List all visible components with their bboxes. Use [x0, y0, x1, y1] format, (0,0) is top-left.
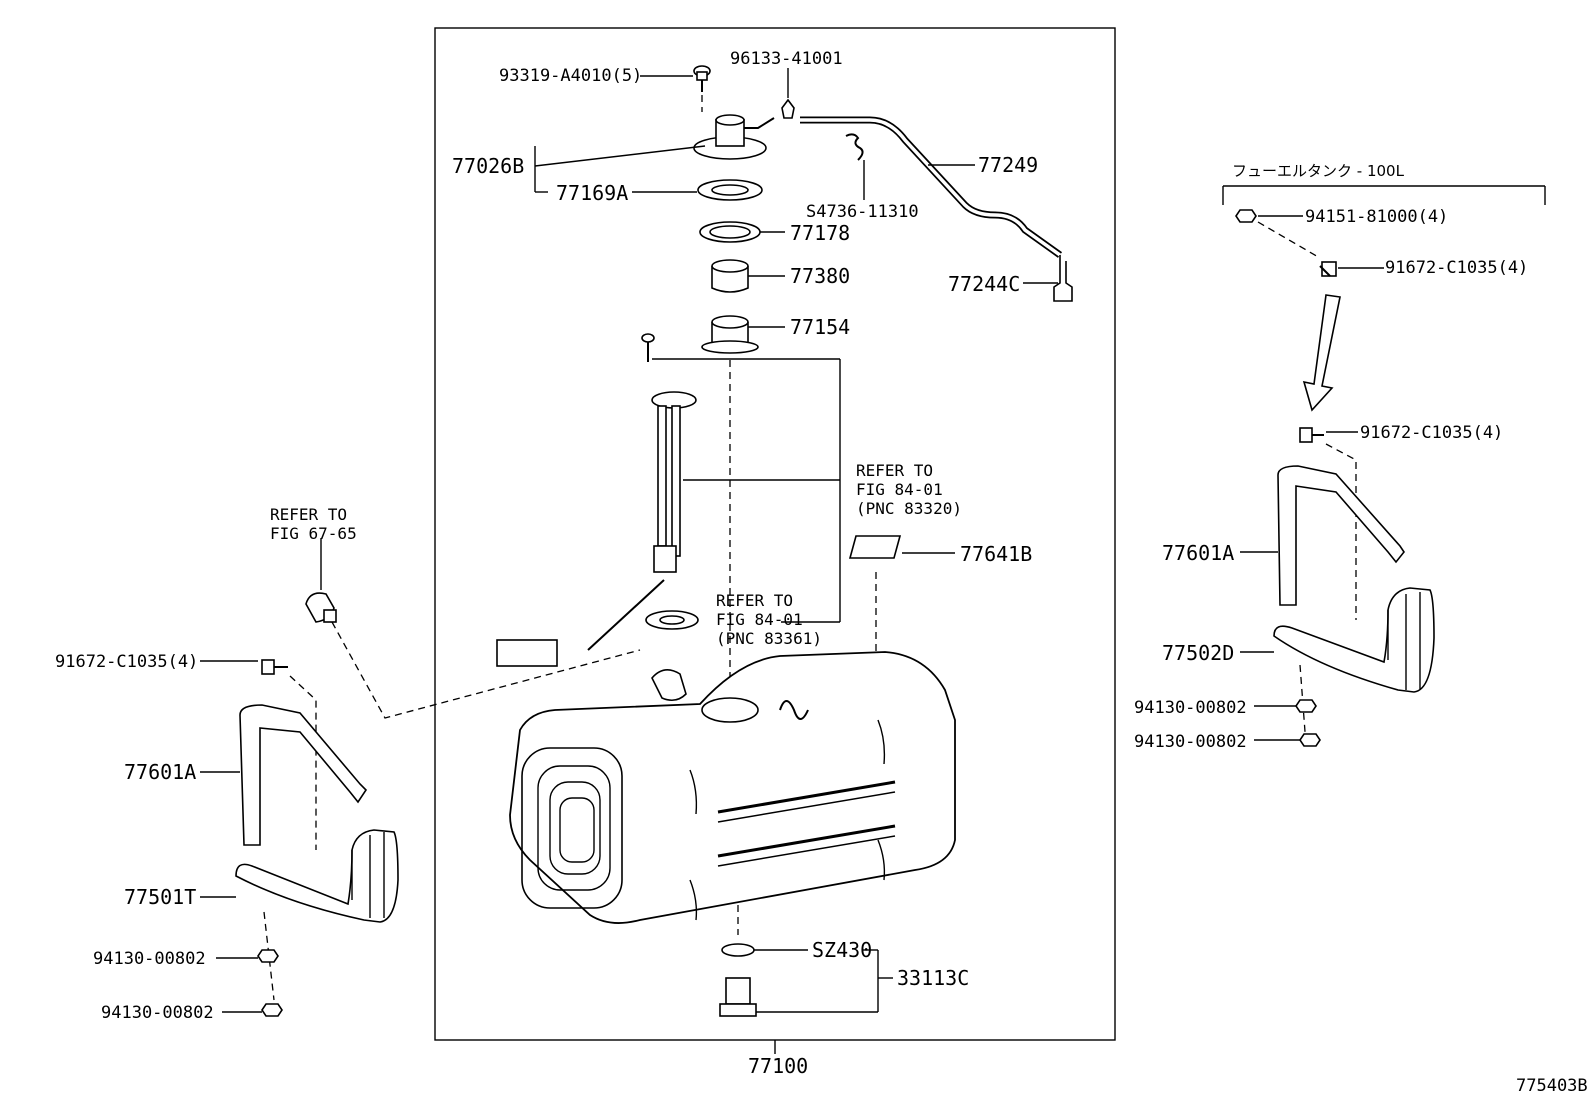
ref-left-sensor-l2: FIG 67-65 — [270, 524, 357, 543]
cup-77380-icon — [711, 259, 749, 293]
variant-bracket — [1222, 185, 1546, 205]
callout-77249: 77249 — [978, 153, 1038, 177]
right-strap-77601a-icon — [1277, 465, 1405, 606]
down-arrow-icon — [1302, 294, 1341, 412]
callout-right-91672-a: 91672-C1035(4) — [1385, 258, 1528, 278]
callout-right-94130-a: 94130-00802 — [1134, 698, 1247, 718]
cup-77154-icon — [701, 315, 759, 354]
callout-right-94151: 94151-81000(4) — [1305, 207, 1448, 227]
variant-label: フューエルタンク - 100L — [1232, 162, 1405, 180]
right-nut-94151-icon — [1235, 209, 1257, 223]
left-strap-77601a-icon — [239, 704, 368, 846]
filler-neck-elbow-icon — [651, 669, 687, 702]
callout-77380: 77380 — [790, 264, 850, 288]
figure-number: 775403B — [1516, 1076, 1588, 1096]
clamp-s4736-icon — [845, 133, 864, 161]
callout-96133: 96133-41001 — [730, 49, 843, 69]
ref-sender-mid-l1: REFER TO — [716, 591, 793, 610]
sender-gasket-icon — [645, 610, 699, 630]
callout-right-91672-b: 91672-C1035(4) — [1360, 423, 1503, 443]
right-bracket-77502d-icon — [1273, 587, 1435, 693]
callout-77026b: 77026B — [452, 154, 524, 178]
connector-96133-icon — [781, 98, 795, 119]
pad-77641b-icon — [848, 535, 902, 559]
callout-93319: 93319-A4010(5) — [499, 66, 642, 86]
left-nut-94130-a-icon — [257, 949, 279, 963]
right-nut-94130-a-icon — [1295, 699, 1317, 713]
left-bracket-77501t-icon — [235, 829, 399, 923]
callout-sz430: SZ430 — [812, 938, 872, 962]
ref-sender-top-l1: REFER TO — [856, 461, 933, 480]
left-bolt-91672-icon — [261, 659, 288, 675]
fuel-sender-gauge-icon — [496, 333, 697, 667]
vent-tube-77249-icon — [800, 116, 1063, 258]
bolt-93319-icon — [693, 65, 711, 92]
callout-77100: 77100 — [748, 1054, 808, 1078]
fuel-tank-body-icon — [509, 651, 956, 924]
callout-right-77502d: 77502D — [1162, 641, 1234, 665]
drain-seal-sz430-icon — [721, 943, 755, 957]
callout-77244c: 77244C — [948, 272, 1020, 296]
callout-77178: 77178 — [790, 221, 850, 245]
right-nut-94130-b-icon — [1299, 733, 1321, 747]
callout-left-94130-b: 94130-00802 — [101, 1003, 214, 1023]
left-nut-94130-b-icon — [261, 1003, 283, 1017]
ref-sender-top-l2: FIG 84-01 — [856, 480, 943, 499]
ref-left-sensor-l1: REFER TO — [270, 505, 347, 524]
callout-right-77601a: 77601A — [1162, 541, 1234, 565]
callout-right-94130-b: 94130-00802 — [1134, 732, 1247, 752]
drain-plug-33113c-icon — [719, 977, 757, 1017]
callout-33113c: 33113C — [897, 966, 969, 990]
ref-sender-mid-l2: FIG 84-01 — [716, 610, 803, 629]
level-sensor-icon — [305, 592, 337, 623]
gasket-77169a-icon — [697, 179, 763, 201]
callout-left-91672: 91672-C1035(4) — [55, 652, 198, 672]
callout-s4736: S4736-11310 — [806, 202, 919, 222]
right-bolt-91672-b-icon — [1299, 427, 1324, 443]
callout-77154: 77154 — [790, 315, 850, 339]
right-bolt-91672-a-icon — [1319, 261, 1337, 277]
pump-cover-77026b-icon — [693, 114, 775, 160]
callout-left-77601a: 77601A — [124, 760, 196, 784]
callout-77641b: 77641B — [960, 542, 1032, 566]
callout-left-94130-a: 94130-00802 — [93, 949, 206, 969]
ref-sender-mid-l3: (PNC 83361) — [716, 629, 822, 648]
ref-sender-top-l3: (PNC 83320) — [856, 499, 962, 518]
ring-77178-icon — [699, 221, 761, 243]
fitting-77244c-icon — [1053, 255, 1073, 302]
callout-left-77501t: 77501T — [124, 885, 196, 909]
callout-77169a: 77169A — [556, 181, 628, 205]
